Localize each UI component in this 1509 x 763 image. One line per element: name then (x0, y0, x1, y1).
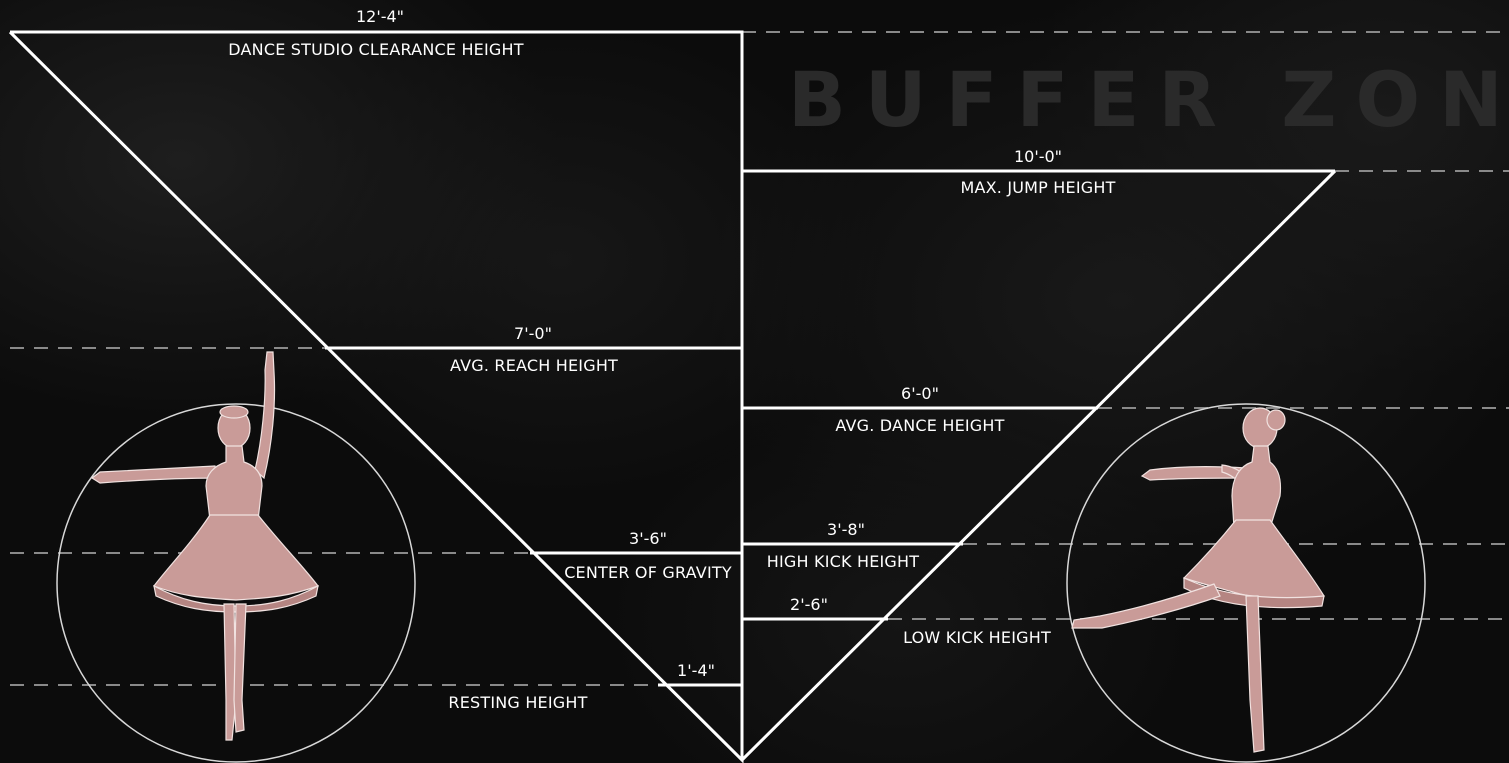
dimension-resting: 1'-4" (677, 661, 715, 680)
left-tutu (154, 515, 318, 600)
dimension-jump: 10'-0" (1014, 147, 1062, 166)
dimension-reach: 7'-0" (514, 324, 552, 343)
extended-arm (92, 466, 218, 483)
right-leg (234, 604, 246, 732)
ballerina-reaching-figure (57, 352, 415, 762)
dimension-dance: 6'-0" (901, 384, 939, 403)
label-reach: AVG. REACH HEIGHT (450, 356, 618, 375)
kicking-leg (1072, 584, 1220, 628)
dimension-clearance: 12'-4" (356, 7, 404, 26)
dimension-highkick: 3'-8" (827, 520, 865, 539)
left-torso (206, 446, 262, 520)
label-resting: RESTING HEIGHT (448, 693, 587, 712)
right-hair-bun (1267, 410, 1285, 430)
left-triangle-outline (10, 32, 742, 760)
label-lowkick: LOW KICK HEIGHT (903, 628, 1051, 647)
left-hair-bun (220, 406, 248, 418)
label-dance: AVG. DANCE HEIGHT (835, 416, 1004, 435)
right-torso (1232, 446, 1281, 528)
buffer-zone-title: BUFFER ZONE (788, 55, 1509, 144)
label-gravity: CENTER OF GRAVITY (564, 563, 732, 582)
dimension-lowkick: 2'-6" (790, 595, 828, 614)
label-jump: MAX. JUMP HEIGHT (960, 178, 1115, 197)
ballerina-kicking-figure (1067, 404, 1425, 762)
label-highkick: HIGH KICK HEIGHT (767, 552, 920, 571)
raised-arm (255, 352, 275, 478)
dimension-gravity: 3'-6" (629, 529, 667, 548)
label-clearance: DANCE STUDIO CLEARANCE HEIGHT (228, 40, 523, 59)
